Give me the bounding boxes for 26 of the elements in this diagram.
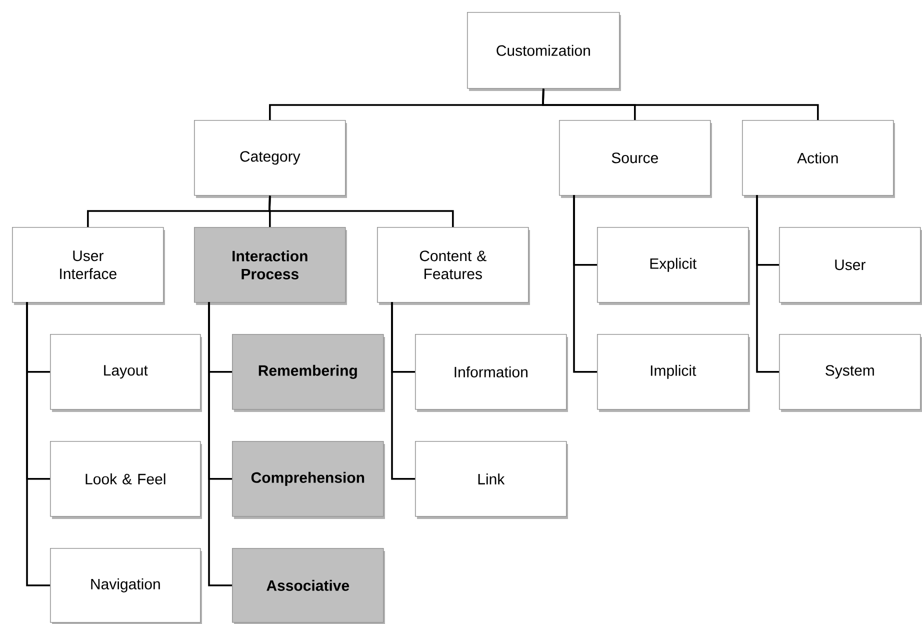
highlighted-box: Comprehension xyxy=(232,441,385,519)
connector-line xyxy=(391,302,415,480)
highlighted-box: Associative xyxy=(232,548,385,624)
category-box: Layout xyxy=(50,334,202,412)
category-box: Implicit xyxy=(597,334,750,412)
connector-line xyxy=(268,196,454,227)
category-box: Explicit xyxy=(597,227,750,305)
highlighted-box: Interaction Process xyxy=(194,227,347,305)
category-box: User Interface xyxy=(12,227,165,305)
category-box: Information xyxy=(415,334,568,412)
category-box: System xyxy=(779,334,922,412)
connector-line xyxy=(26,302,50,586)
category-box: Source xyxy=(559,120,712,198)
highlighted-box: Remembering xyxy=(232,334,385,412)
category-box: Look & Feel xyxy=(50,441,202,519)
connector-line xyxy=(542,88,819,120)
connector-line xyxy=(573,195,597,373)
category-box: Action xyxy=(742,120,895,198)
category-box: Category xyxy=(194,120,347,198)
category-box: Content & Features xyxy=(377,227,530,305)
connector-line xyxy=(208,302,232,586)
category-box: Navigation xyxy=(50,548,202,624)
category-box: Link xyxy=(415,441,568,519)
category-box: Customization xyxy=(467,12,621,91)
connector-line xyxy=(756,195,779,373)
category-box: User xyxy=(779,227,922,305)
